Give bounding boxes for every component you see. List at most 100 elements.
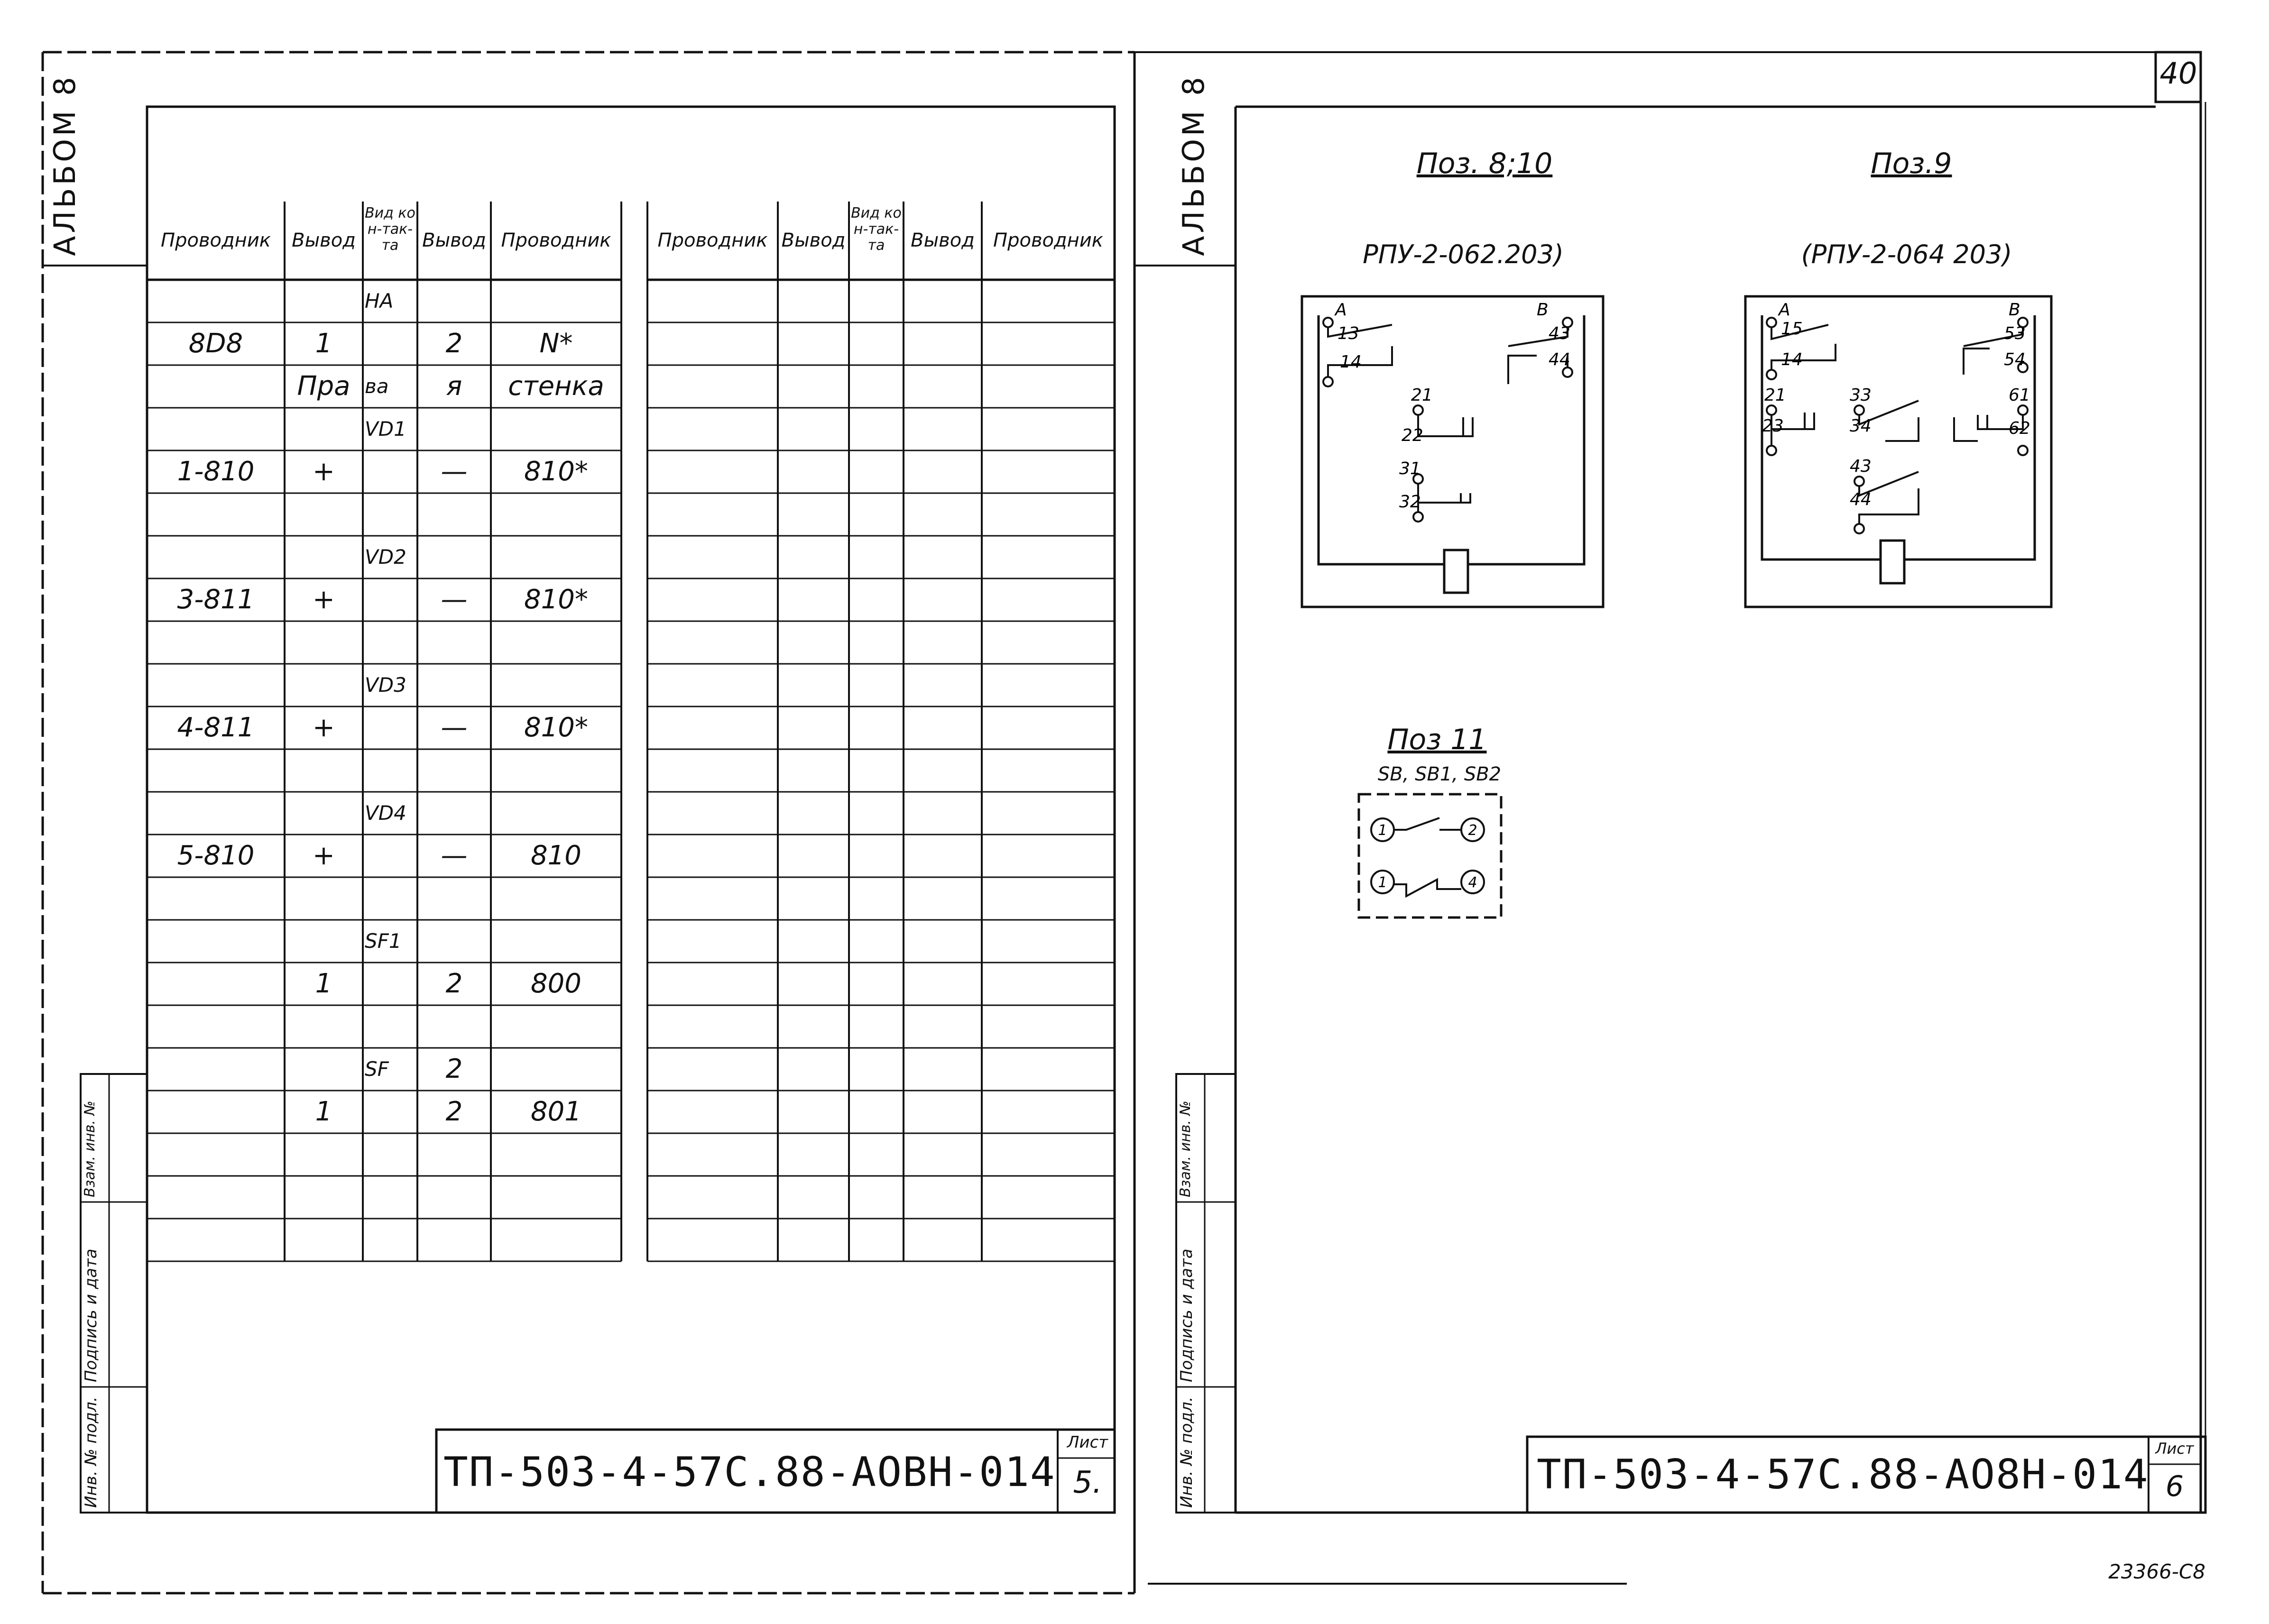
left-table-cell: 2: [445, 968, 463, 999]
svg-text:61: 61: [2009, 385, 2030, 405]
left-table-cell: 3-811: [177, 584, 255, 615]
left-table-cell: —: [441, 840, 468, 871]
left-table-cell: +: [313, 840, 335, 871]
left-table-header-2: Вид кон-так-та: [365, 205, 415, 254]
svg-text:14: 14: [1781, 350, 1803, 369]
left-table-cell: —: [441, 712, 468, 743]
left-table-cell: 801: [531, 1096, 581, 1127]
svg-text:В: В: [2009, 300, 2020, 320]
left-table-cell: 5-810: [177, 840, 255, 871]
left-table-header-3: Вывод: [422, 230, 486, 251]
right-stamp-inv: Инв. № подл.: [1177, 1396, 1196, 1508]
right-album-label: АЛЬБОМ 8: [1176, 74, 1211, 256]
right-sheet-label: Лист: [2155, 1440, 2194, 1458]
left-sheet-number: 5.: [1073, 1465, 1102, 1500]
left-table-cell: 2: [445, 1054, 463, 1084]
right-stamp-sign: Подпись и дата: [1177, 1248, 1196, 1382]
left-table-cell: я: [446, 371, 462, 402]
left-table-cell: 4-811: [177, 712, 255, 743]
left-table-cell: VD1: [365, 417, 406, 440]
svg-text:21: 21: [1764, 385, 1786, 405]
left-table-cell: +: [313, 584, 335, 615]
left-table-cell: 810: [531, 840, 581, 871]
button-ids: SB, SB1, SB2: [1377, 763, 1502, 785]
left-title-code: ТП-503-4-57С.88-АОВН-014: [443, 1449, 1056, 1496]
left-table-cell: 8D8: [188, 328, 243, 359]
left-table-header-1: Вывод: [292, 230, 356, 251]
left-table-cell: 1-810: [177, 456, 255, 487]
svg-text:44: 44: [1850, 490, 1872, 509]
right-table-header-1: Вывод: [781, 230, 846, 251]
left-table-header-4: Проводник: [501, 230, 611, 251]
relay-b-diagram: А В 15 14 53 54 21 23 33 34 61 62 43 44: [1744, 295, 2053, 608]
relay-a-diagram: А В 13 14 43 44 21 22 31 32: [1301, 295, 1605, 608]
left-table-cell: VD3: [365, 673, 406, 697]
svg-text:13: 13: [1337, 324, 1359, 343]
left-table-cell: +: [313, 456, 335, 487]
right-table-header-4: Проводник: [993, 230, 1103, 251]
svg-text:23: 23: [1762, 416, 1784, 436]
relay-a-model: РПУ-2-062.203): [1363, 239, 1564, 269]
left-table-cell: 810*: [524, 584, 588, 615]
svg-text:1: 1: [1378, 822, 1387, 839]
svg-text:44: 44: [1549, 350, 1570, 369]
left-sheet-label: Лист: [1067, 1433, 1108, 1452]
svg-text:43: 43: [1850, 457, 1872, 476]
relay-b-position: Поз.9: [1871, 147, 1952, 180]
svg-text:А: А: [1778, 300, 1790, 320]
svg-text:33: 33: [1850, 385, 1872, 405]
svg-text:15: 15: [1781, 319, 1803, 339]
svg-text:1: 1: [1378, 874, 1387, 891]
right-table-header-2: Вид кон-так-та: [851, 205, 902, 254]
left-table-cell: N*: [539, 328, 573, 359]
svg-text:А: А: [1334, 300, 1347, 320]
left-table-cell: 810*: [524, 456, 588, 487]
svg-text:22: 22: [1402, 426, 1423, 445]
left-table-cell: 810*: [524, 712, 588, 743]
left-table-cell: +: [313, 712, 335, 743]
svg-text:4: 4: [1468, 874, 1477, 891]
page-number: 40: [2159, 56, 2197, 91]
svg-text:21: 21: [1411, 385, 1433, 405]
relay-b-model: (РПУ-2-064 203): [1801, 239, 2012, 269]
left-table-cell: 1: [315, 328, 332, 359]
svg-text:14: 14: [1340, 352, 1362, 372]
left-table-cell: 1: [315, 1096, 332, 1127]
right-title-code: ТП-503-4-57С.88-АО8Н-014: [1537, 1451, 2149, 1498]
right-stamp-vzam: Взам. инв. №: [1177, 1101, 1194, 1197]
right-table-header-3: Вывод: [911, 230, 975, 251]
left-table-cell: ва: [365, 375, 389, 398]
button-terminal-labels: 1 2 1 4: [1378, 822, 1477, 891]
relay-a-contact-labels: А В 13 14 43 44 21 22 31 32: [1334, 300, 1570, 512]
svg-text:2: 2: [1468, 822, 1477, 839]
svg-text:54: 54: [2004, 350, 2026, 369]
left-table-cell: 800: [531, 968, 581, 999]
footer-code: 23366-С8: [2108, 1560, 2205, 1583]
left-table-cell: SF1: [365, 929, 402, 953]
button-diagram: 1 2 1 4: [1357, 793, 1503, 919]
svg-text:62: 62: [2009, 419, 2030, 438]
left-table-cell: HA: [365, 289, 394, 312]
left-table-header-0: Проводник: [161, 230, 271, 251]
left-table-cell: VD4: [365, 801, 406, 825]
relay-a-position: Поз. 8;10: [1416, 147, 1553, 180]
relay-b-contact-labels: А В 15 14 53 54 21 23 33 34 61 62 43 44: [1762, 300, 2030, 509]
left-table-cell: VD2: [365, 545, 406, 569]
left-table-cell: —: [441, 456, 468, 487]
svg-text:53: 53: [2004, 324, 2026, 343]
svg-text:43: 43: [1549, 324, 1570, 343]
left-table-cell: 1: [315, 968, 332, 999]
left-table-cell: стенка: [508, 371, 604, 402]
right-sheet-number: 6: [2165, 1470, 2184, 1503]
svg-text:31: 31: [1399, 459, 1421, 478]
right-table-header-0: Проводник: [657, 230, 768, 251]
left-table-cell: 2: [445, 328, 463, 359]
left-table-cell: 2: [445, 1096, 463, 1127]
button-position: Поз 11: [1387, 723, 1487, 756]
svg-text:В: В: [1537, 300, 1549, 320]
svg-text:32: 32: [1399, 492, 1421, 512]
left-table-cell: Пра: [297, 371, 350, 402]
